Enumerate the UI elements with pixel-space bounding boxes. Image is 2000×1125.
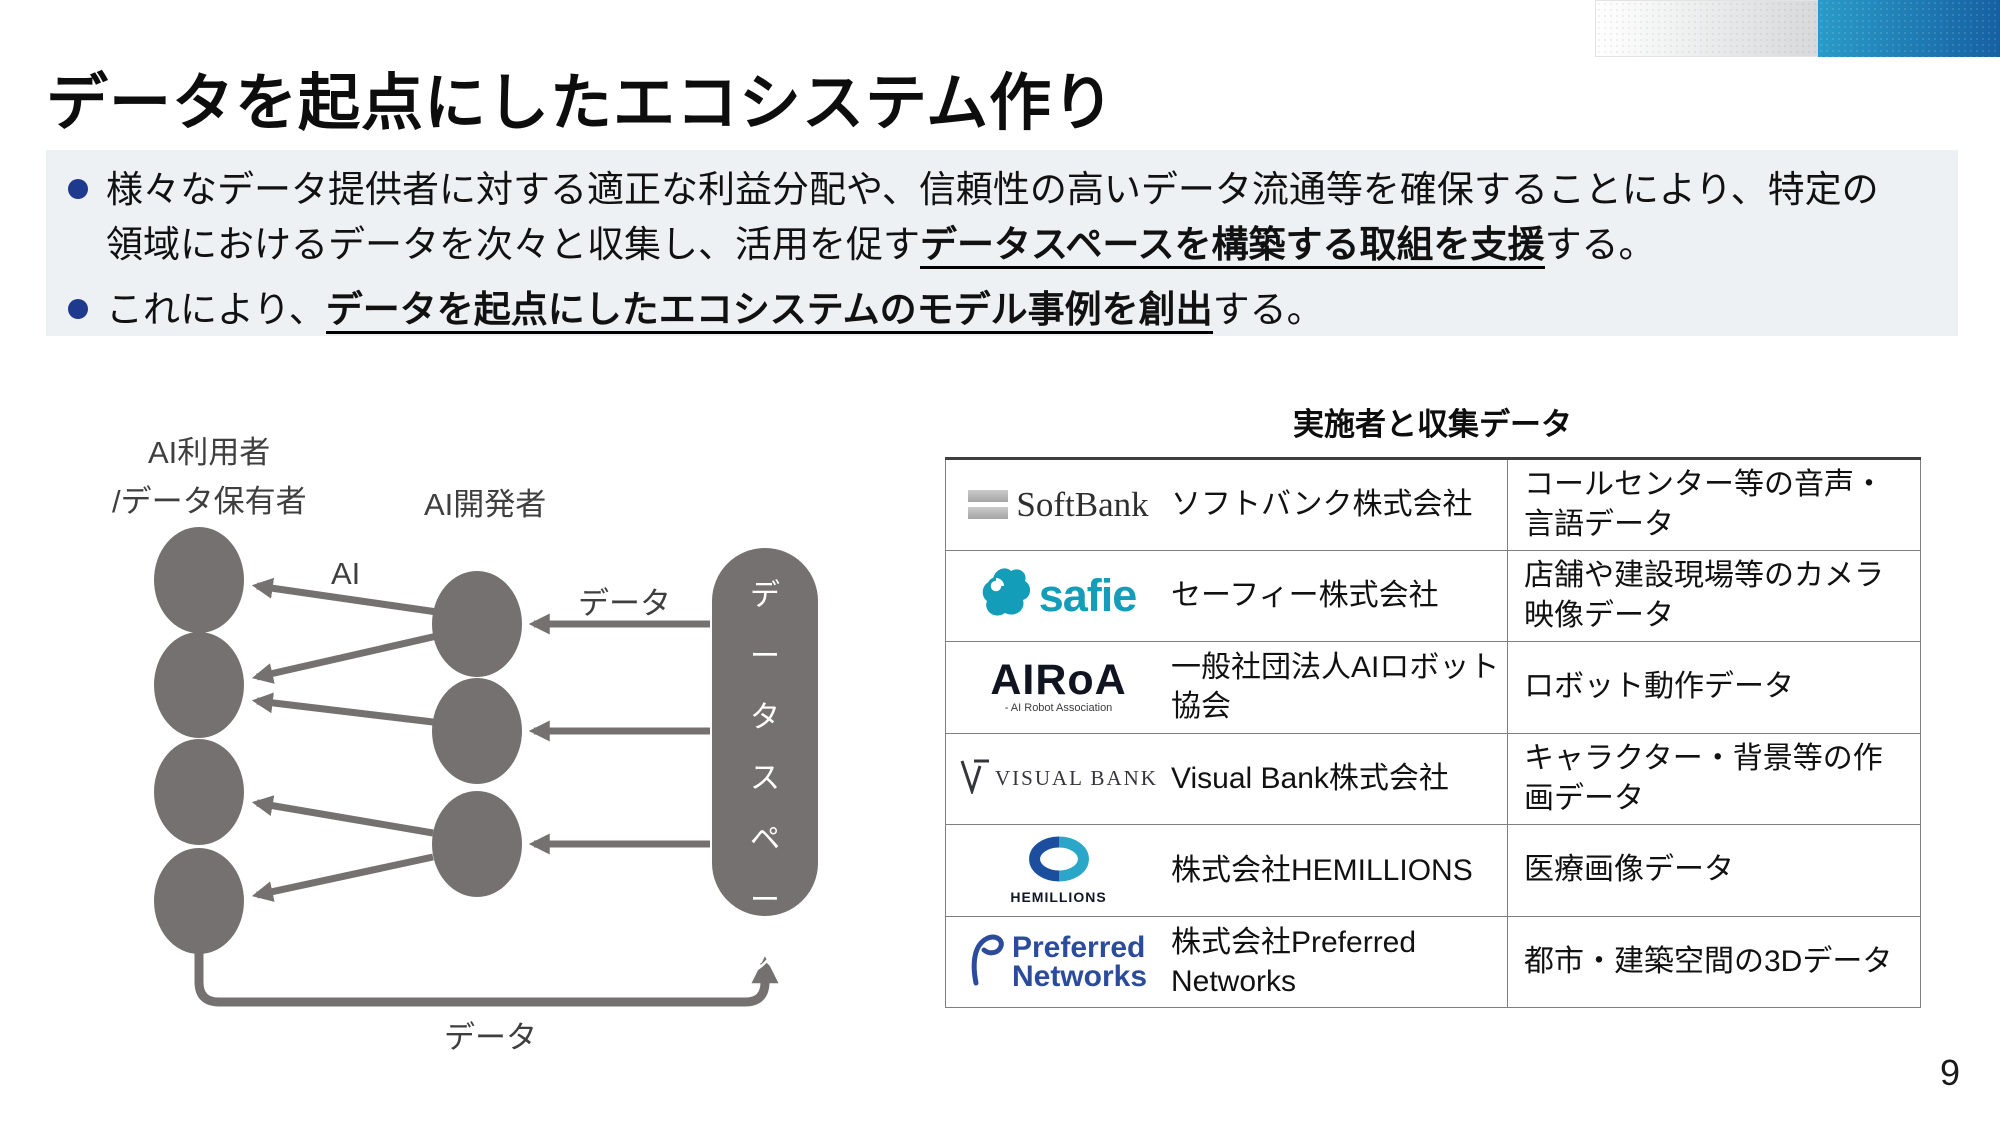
label-data-arrow-bottom: データ (444, 1020, 537, 1055)
hemillions-ring-icon (1026, 836, 1092, 887)
airoa-logo-subtext: - AI Robot Association (1004, 702, 1113, 715)
softbank-logo: SoftBank (946, 485, 1171, 525)
table-row: HEMILLIONS 株式会社HEMILLIONS 医療画像データ (945, 824, 1921, 917)
collected-data: ロボット動作データ (1507, 641, 1921, 734)
pfn-logo-line-2: Networks (1011, 959, 1148, 993)
ai-developer-nodes (432, 571, 522, 897)
company-name: 株式会社Preferred Networks (1171, 925, 1417, 998)
collected-data: コールセンター等の音声・言語データ (1507, 458, 1921, 551)
label-ai-user: AI利用者 (148, 435, 271, 470)
label-ai-arrow: AI (331, 556, 361, 591)
header-decoration-bar (1595, 0, 2000, 57)
table-title: 実施者と収集データ (1293, 407, 1572, 442)
safie-logo: safie (946, 565, 1171, 626)
pfn-logo-line-1: Preferred (1011, 930, 1146, 964)
bullet-marker-icon (68, 179, 88, 199)
bullet-1-line-2-pre: 領域におけるデータを次々と収集し、活用を促す (106, 224, 920, 265)
safie-bird-icon (981, 565, 1033, 626)
data-arrows (528, 613, 710, 855)
collected-data: キャラクター・背景等の作画データ (1507, 732, 1921, 825)
bullet-item-2: これにより、データを起点にしたエコシステムのモデル事例を創出する。 (64, 282, 1932, 337)
bullet-1-text: 様々なデータ提供者に対する適正な利益分配や、信頼性の高いデータ流通等を確保するこ… (106, 162, 1879, 272)
ai-user-nodes (154, 527, 244, 954)
bullet-item-1: 様々なデータ提供者に対する適正な利益分配や、信頼性の高いデータ流通等を確保するこ… (64, 162, 1932, 272)
bullet-2-pre: これにより、 (106, 289, 326, 330)
table-row: safie セーフィー株式会社 店舗や建設現場等のカメラ映像データ (945, 549, 1921, 642)
table-row: AIRoA - AI Robot Association 一般社団法人AIロボッ… (945, 641, 1921, 734)
table-row: VISUAL BANK Visual Bank株式会社 キャラクター・背景等の作… (945, 732, 1921, 825)
bullet-1-line-1: 様々なデータ提供者に対する適正な利益分配や、信頼性の高いデータ流通等を確保するこ… (106, 169, 1879, 210)
ai-arrows (251, 577, 438, 902)
hemillions-logo-text: HEMILLIONS (1010, 889, 1107, 906)
data-feedback-arrow (194, 952, 779, 1007)
header-bar-blue-segment (1818, 0, 2000, 57)
bullet-2-suffix: する。 (1212, 289, 1324, 330)
company-name: Visual Bank株式会社 (1171, 762, 1449, 796)
table-row: SoftBank ソフトバンク株式会社 コールセンター等の音声・言語データ (945, 458, 1921, 551)
visual-bank-logo: VISUAL BANK (946, 758, 1171, 799)
softbank-bars-icon (968, 490, 1009, 520)
airoa-logo: AIRoA - AI Robot Association (946, 656, 1171, 715)
label-data-holder: /データ保有者 (112, 484, 307, 519)
company-name: 株式会社HEMILLIONS (1171, 853, 1473, 887)
bullet-1-emphasis: データスペースを構築する取組を支援 (920, 224, 1545, 269)
label-data-arrow-top: データ (578, 586, 671, 621)
header-bar-light-segment (1595, 0, 1818, 57)
visual-bank-v-icon (959, 758, 991, 799)
visual-bank-logo-text: VISUAL BANK (995, 766, 1158, 791)
collected-data: 医療画像データ (1507, 824, 1921, 917)
collected-data: 店舗や建設現場等のカメラ映像データ (1507, 549, 1921, 642)
hemillions-logo: HEMILLIONS (946, 835, 1171, 905)
bullet-2-text: これにより、データを起点にしたエコシステムのモデル事例を創出する。 (106, 282, 1324, 337)
company-name: 一般社団法人AIロボット協会 (1171, 651, 1500, 724)
bullet-marker-icon (68, 299, 88, 319)
dataspace-vertical-label: データスペース (750, 579, 780, 978)
preferred-networks-logo: Preferred Networks (946, 932, 1171, 991)
company-name: ソフトバンク株式会社 (1171, 488, 1473, 522)
bullet-1-line-2: 領域におけるデータを次々と収集し、活用を促すデータスペースを構築する取組を支援す… (106, 217, 1879, 272)
pfn-swoosh-icon (970, 932, 1006, 991)
summary-panel: 様々なデータ提供者に対する適正な利益分配や、信頼性の高いデータ流通等を確保するこ… (46, 150, 1958, 336)
label-ai-developer: AI開発者 (424, 487, 547, 522)
page-title: データを起点にしたエコシステム作り (46, 69, 1116, 138)
pfn-logo-text: Preferred Networks (1011, 930, 1148, 993)
collected-data: 都市・建築空間の3Dデータ (1507, 915, 1921, 1008)
softbank-logo-text: SoftBank (1016, 484, 1149, 524)
page-number: 9 (1940, 1052, 1961, 1093)
table-row: Preferred Networks 株式会社Preferred Network… (945, 915, 1921, 1008)
bullet-1-suffix: する。 (1544, 224, 1656, 265)
company-name: セーフィー株式会社 (1171, 579, 1439, 613)
implementers-table: SoftBank ソフトバンク株式会社 コールセンター等の音声・言語データ (945, 457, 1921, 1008)
bullet-2-emphasis: データを起点にしたエコシステムのモデル事例を創出 (325, 289, 1213, 334)
safie-logo-text: safie (1038, 569, 1138, 621)
airoa-logo-text: AIRoA (990, 656, 1127, 705)
